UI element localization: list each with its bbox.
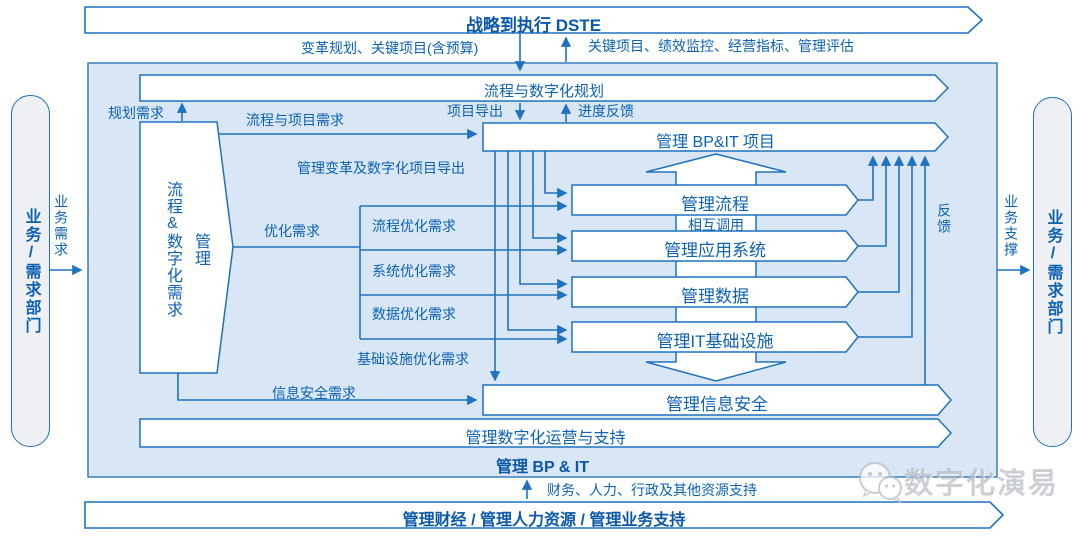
arrow-feedback-data: [858, 155, 905, 293]
left-business-dept-label: 业务/需求部门: [22, 207, 40, 335]
planning-banner-title: 流程与数字化规划: [483, 83, 604, 100]
resource-support-label: 财务、人力、行政及其他资源支持: [547, 482, 757, 498]
bpit-panel-title: 管理 BP & IT: [495, 459, 590, 476]
infra-opt-label: 基础设施优化需求: [357, 351, 469, 367]
process-opt-label: 流程优化需求: [372, 218, 456, 234]
banner-application: [571, 230, 859, 262]
pentagon-line1: 流程&数字化需求: [164, 181, 181, 318]
bottom-banner-title: 管理财经 / 管理人力资源 / 管理业务支持: [402, 512, 686, 529]
wechat-icon: [859, 462, 902, 504]
right-business-dept-label: 业务/需求部门: [1044, 208, 1062, 336]
connector-lines: [47, 34, 1031, 499]
requirements-pentagon-text: 流程&数字化需求 管理: [146, 152, 226, 347]
change-export-label: 管理变革及数字化项目导出: [297, 160, 465, 176]
arrow-export-process: [544, 151, 568, 199]
change-planning-label: 变革规划、关键项目(含预算): [301, 40, 479, 56]
dste-banner-title: 战略到执行 DSTE: [465, 16, 602, 35]
banner-process: [571, 184, 859, 216]
arrow-feedback-application: [858, 155, 892, 247]
watermark-text: 数字化演易: [904, 468, 1060, 500]
banner-operation: [139, 418, 953, 448]
process-project-req-label: 流程与项目需求: [246, 112, 344, 128]
banner-data: [571, 276, 859, 308]
operation-banner-title: 管理数字化运营与支持: [465, 430, 626, 447]
infrastructure-banner-title: 管理IT基础设施: [656, 332, 774, 351]
project-export-label: 项目导出: [447, 103, 503, 119]
banner-dste: [84, 6, 984, 34]
banner-security: [482, 384, 952, 416]
banner-infrastructure: [571, 321, 859, 353]
right-business-dept: 业务/需求部门: [1033, 97, 1072, 447]
biz-support-label: 业务支撑: [1003, 194, 1020, 258]
security-banner-title: 管理信息安全: [666, 395, 768, 414]
arrow-security-req: [177, 373, 478, 406]
banner-bottom: [84, 501, 1005, 529]
progress-feedback-label: 进度反馈: [578, 103, 634, 119]
data-banner-title: 管理数据: [681, 287, 749, 306]
data-opt-label: 数据优化需求: [372, 306, 456, 322]
arrow-export-application: [532, 151, 568, 244]
banner-bpit-project: [482, 122, 950, 152]
watermark: 数字化演易: [856, 458, 1059, 504]
biz-need-label: 业务需求: [53, 194, 70, 258]
mutual-call-label: 相互调用: [688, 217, 744, 233]
pentagon-line2: 管理: [192, 232, 209, 267]
arrow-export-data: [519, 151, 568, 290]
application-banner-title: 管理应用系统: [664, 241, 766, 260]
performance-label: 关键项目、绩效监控、经营指标、管理评估: [588, 38, 854, 54]
requirements-pentagon: [139, 121, 234, 374]
arrow-feedback-infrastructure: [858, 155, 918, 338]
system-opt-label: 系统优化需求: [372, 263, 456, 279]
banner-planning: [139, 74, 950, 102]
arrow-export-infrastructure: [507, 151, 568, 336]
optimize-req-label: 优化需求: [264, 223, 320, 239]
left-business-dept: 业务/需求部门: [11, 95, 50, 447]
security-req-label: 信息安全需求: [272, 385, 356, 401]
feedback-label: 反馈: [936, 203, 953, 235]
arrow-feedback-process: [858, 155, 879, 201]
bpit-project-banner-title: 管理 BP&IT 项目: [656, 134, 775, 151]
planning-req-label: 规划需求: [108, 105, 164, 121]
process-banner-title: 管理流程: [681, 195, 749, 214]
